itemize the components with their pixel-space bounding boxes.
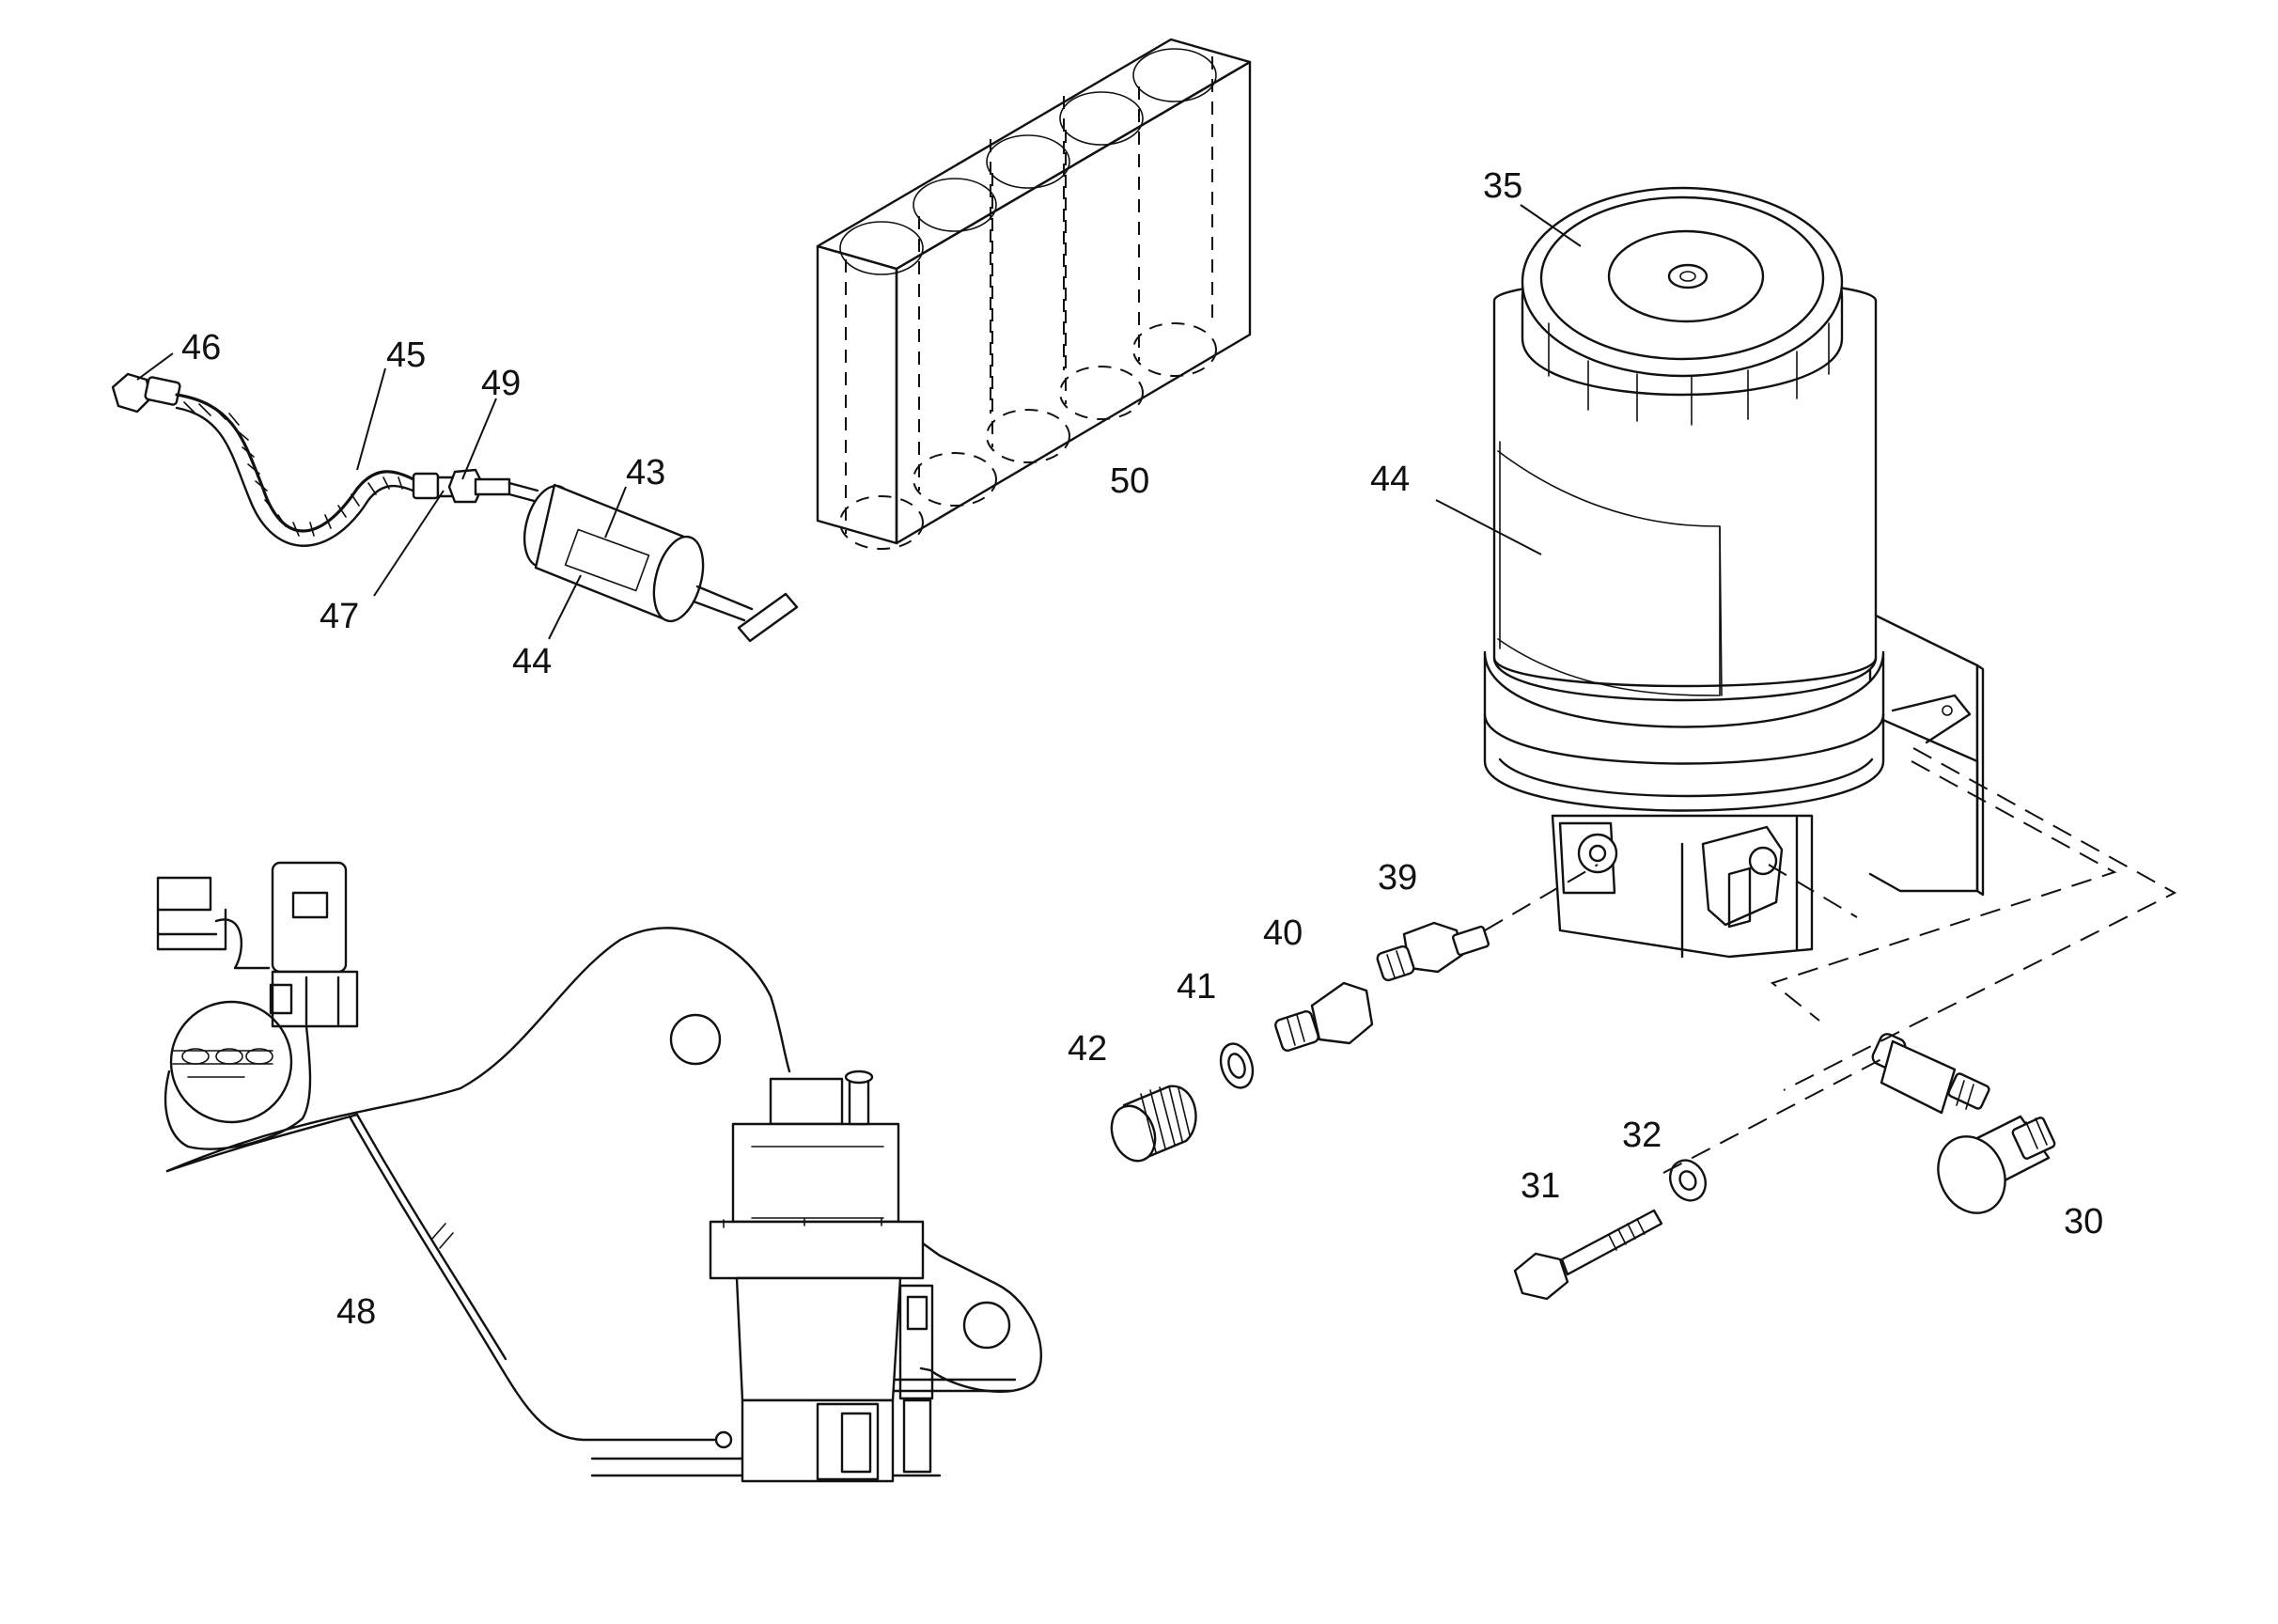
assembly-lines [1484,747,2177,1174]
callout-41: 41 [1177,967,1216,1007]
callout-45: 45 [386,336,426,375]
fitting-40 [1274,981,1374,1052]
hose-45 [175,393,419,547]
callout-31: 31 [1521,1166,1560,1206]
callout-47: 47 [320,597,359,636]
pump-assembly [1483,186,1985,959]
pump-base [1551,814,1814,959]
callout-30: 30 [2064,1202,2103,1241]
callout-44-pump: 44 [1370,460,1410,499]
cap-42 [1110,1085,1197,1163]
bolt-31 [1513,1209,1663,1301]
fitting-30-upper [1871,1033,1990,1115]
callout-46: 46 [181,328,221,367]
machine-detail-48 [156,861,1043,1483]
callout-48: 48 [336,1292,376,1332]
fitting-39 [1376,921,1490,982]
callout-32: 32 [1622,1116,1662,1155]
callout-43: 43 [626,453,665,492]
callout-39: 39 [1378,858,1417,898]
callouts: 46 45 49 43 47 44 50 35 44 39 40 41 42 3… [181,166,2103,1332]
grease-gun-assembly [111,372,799,643]
lid-35 [1521,186,1844,426]
cartridge-box-50 [816,38,1252,550]
washer-32 [1669,1159,1707,1202]
callout-40: 40 [1263,914,1303,953]
callout-44-gun: 44 [512,642,552,681]
coupler-47-49 [412,468,511,504]
callout-42: 42 [1068,1029,1107,1069]
callout-50: 50 [1110,461,1149,501]
mounting-bracket [1868,611,1985,897]
leader-lines [136,204,1582,640]
fitting-46 [111,372,181,414]
washer-41 [1219,1042,1255,1089]
callout-49: 49 [481,364,521,403]
plug-30 [1937,1115,2056,1214]
grease-gun-43 [507,481,799,643]
callout-35: 35 [1483,166,1522,206]
